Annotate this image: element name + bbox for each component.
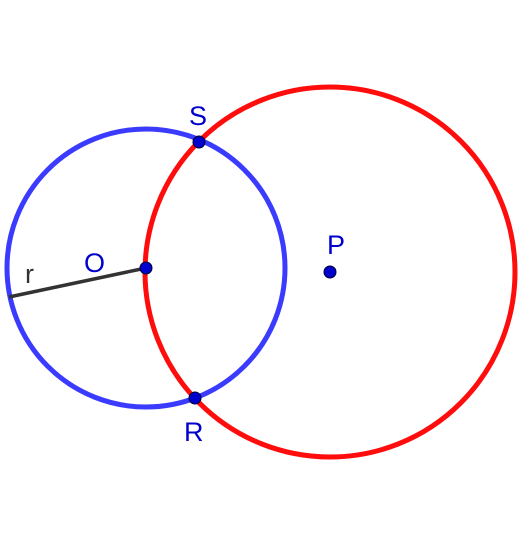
point-p <box>323 265 337 279</box>
label-r: R <box>184 417 204 447</box>
label-radius: r <box>25 259 34 289</box>
label-s: S <box>189 101 207 131</box>
point-r <box>188 391 202 405</box>
point-s <box>192 135 206 149</box>
label-p: P <box>327 230 345 260</box>
label-o: O <box>84 248 105 278</box>
radius-segment <box>8 266 147 299</box>
circle-o <box>4 126 288 410</box>
point-o <box>139 261 153 275</box>
